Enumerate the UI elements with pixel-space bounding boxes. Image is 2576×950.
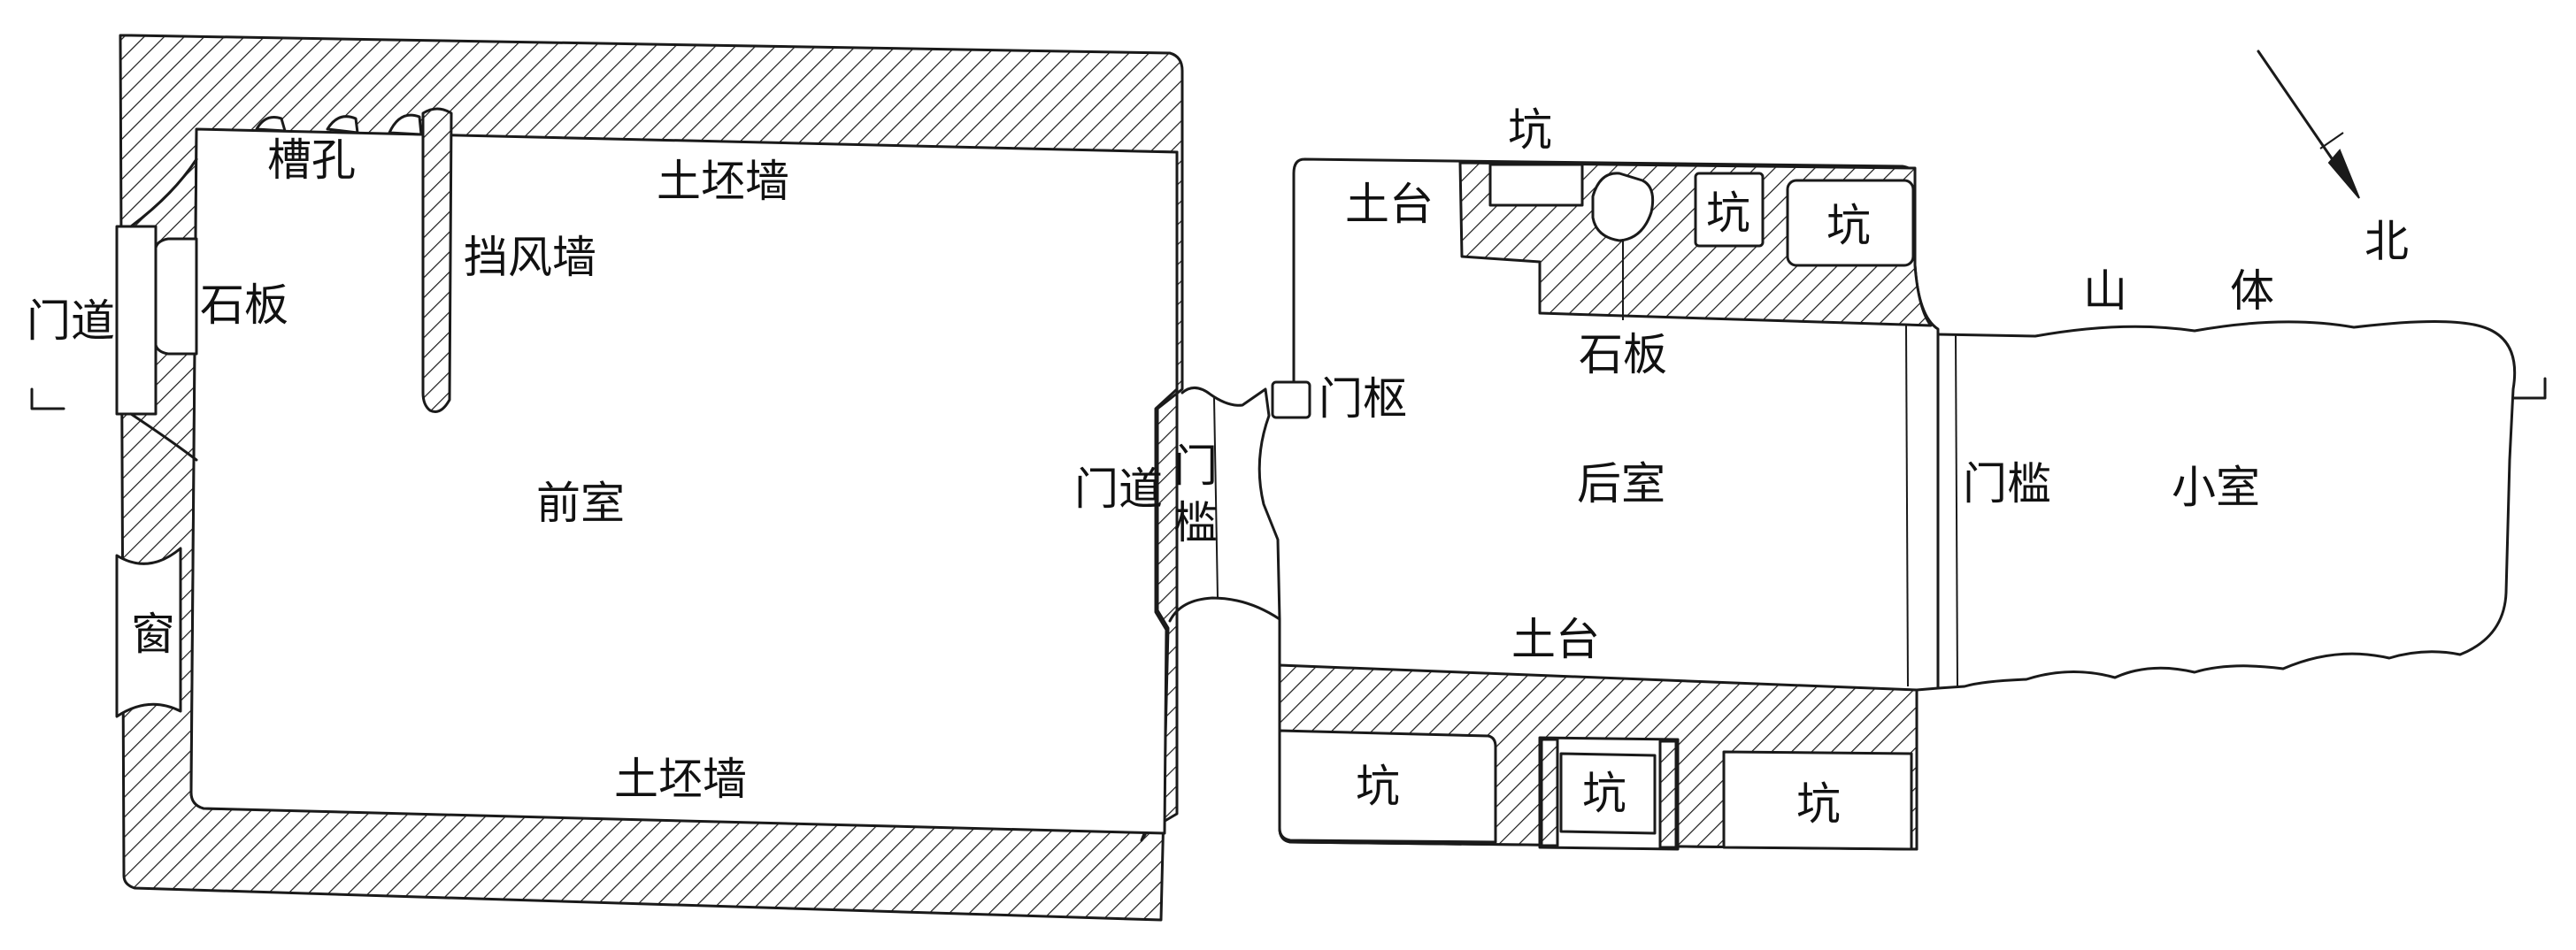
earth-brick-wall-top-label: 土坯墙 bbox=[657, 156, 789, 207]
gutter-hole-label: 槽孔 bbox=[267, 134, 356, 186]
pit-bottom-center bbox=[1559, 752, 1657, 835]
section-marker-right bbox=[2511, 377, 2547, 400]
pit-bottom-left-label: 坑 bbox=[1356, 761, 1400, 812]
north-label: 北 bbox=[2365, 216, 2409, 267]
section-marker-left bbox=[30, 387, 65, 410]
left-stone-slab-label: 石板 bbox=[200, 280, 288, 331]
rear-chamber-label: 后室 bbox=[1577, 458, 1665, 509]
left-doorway-label: 门道 bbox=[27, 295, 115, 347]
left-doorway-opening bbox=[115, 225, 158, 416]
pit-bottom-center-hatch bbox=[1540, 738, 1678, 849]
connecting-corridor bbox=[1168, 387, 1281, 623]
pit-small-square bbox=[1694, 172, 1765, 248]
north-arrow bbox=[2257, 50, 2360, 199]
pit-top-label: 坑 bbox=[1508, 104, 1552, 156]
left-window-opening bbox=[115, 547, 182, 718]
pit-small-square-label: 坑 bbox=[1706, 188, 1750, 239]
center-stone-slab-label: 石板 bbox=[1579, 329, 1667, 380]
pit-bottom-center-label: 坑 bbox=[1582, 768, 1626, 819]
earth-brick-wall-bottom-label: 土坯墙 bbox=[614, 754, 747, 805]
pit-bottom-left bbox=[1278, 729, 1497, 844]
left-doorway-curve bbox=[129, 157, 198, 462]
middle-doorway-label: 门道 bbox=[1074, 464, 1163, 515]
left-stone-slab bbox=[154, 237, 198, 356]
pit-bottom-right-label: 坑 bbox=[1796, 778, 1841, 830]
door-pivot-label: 门枢 bbox=[1319, 373, 1407, 425]
center-stone-slab bbox=[1591, 172, 1655, 242]
middle-threshold-label-2: 槛 bbox=[1173, 497, 1218, 548]
pit-top-left bbox=[1488, 163, 1584, 207]
gutter-hole-3 bbox=[388, 113, 423, 136]
pit-bottom-right bbox=[1722, 750, 1913, 851]
front-chamber-floor bbox=[189, 127, 1179, 835]
mountain-label: 山 bbox=[2083, 265, 2127, 317]
corridor-threshold-line bbox=[1213, 397, 1219, 599]
rear-threshold-line-1 bbox=[1905, 325, 1909, 687]
windscreen-wall-label: 挡风墙 bbox=[464, 232, 596, 283]
small-chamber-label: 小室 bbox=[2172, 462, 2260, 513]
gutter-hole-2 bbox=[326, 115, 359, 134]
pit-large-square bbox=[1786, 179, 1915, 267]
window-label: 窗 bbox=[131, 609, 175, 660]
body-label: 体 bbox=[2230, 265, 2274, 317]
middle-threshold-label-1: 门 bbox=[1173, 441, 1218, 492]
rear-threshold-line-2 bbox=[1955, 333, 1958, 687]
front-chamber-label: 前室 bbox=[536, 478, 625, 529]
gutter-hole-1 bbox=[255, 116, 287, 133]
small-chamber-outline bbox=[1936, 319, 2517, 690]
door-pivot bbox=[1271, 380, 1311, 419]
rear-threshold-label: 门槛 bbox=[1963, 458, 2051, 509]
bottom-platform-label: 土台 bbox=[1511, 614, 1600, 665]
top-platform-label: 土台 bbox=[1345, 179, 1434, 230]
windscreen-wall bbox=[421, 107, 453, 413]
pit-large-square-label: 坑 bbox=[1826, 200, 1871, 251]
